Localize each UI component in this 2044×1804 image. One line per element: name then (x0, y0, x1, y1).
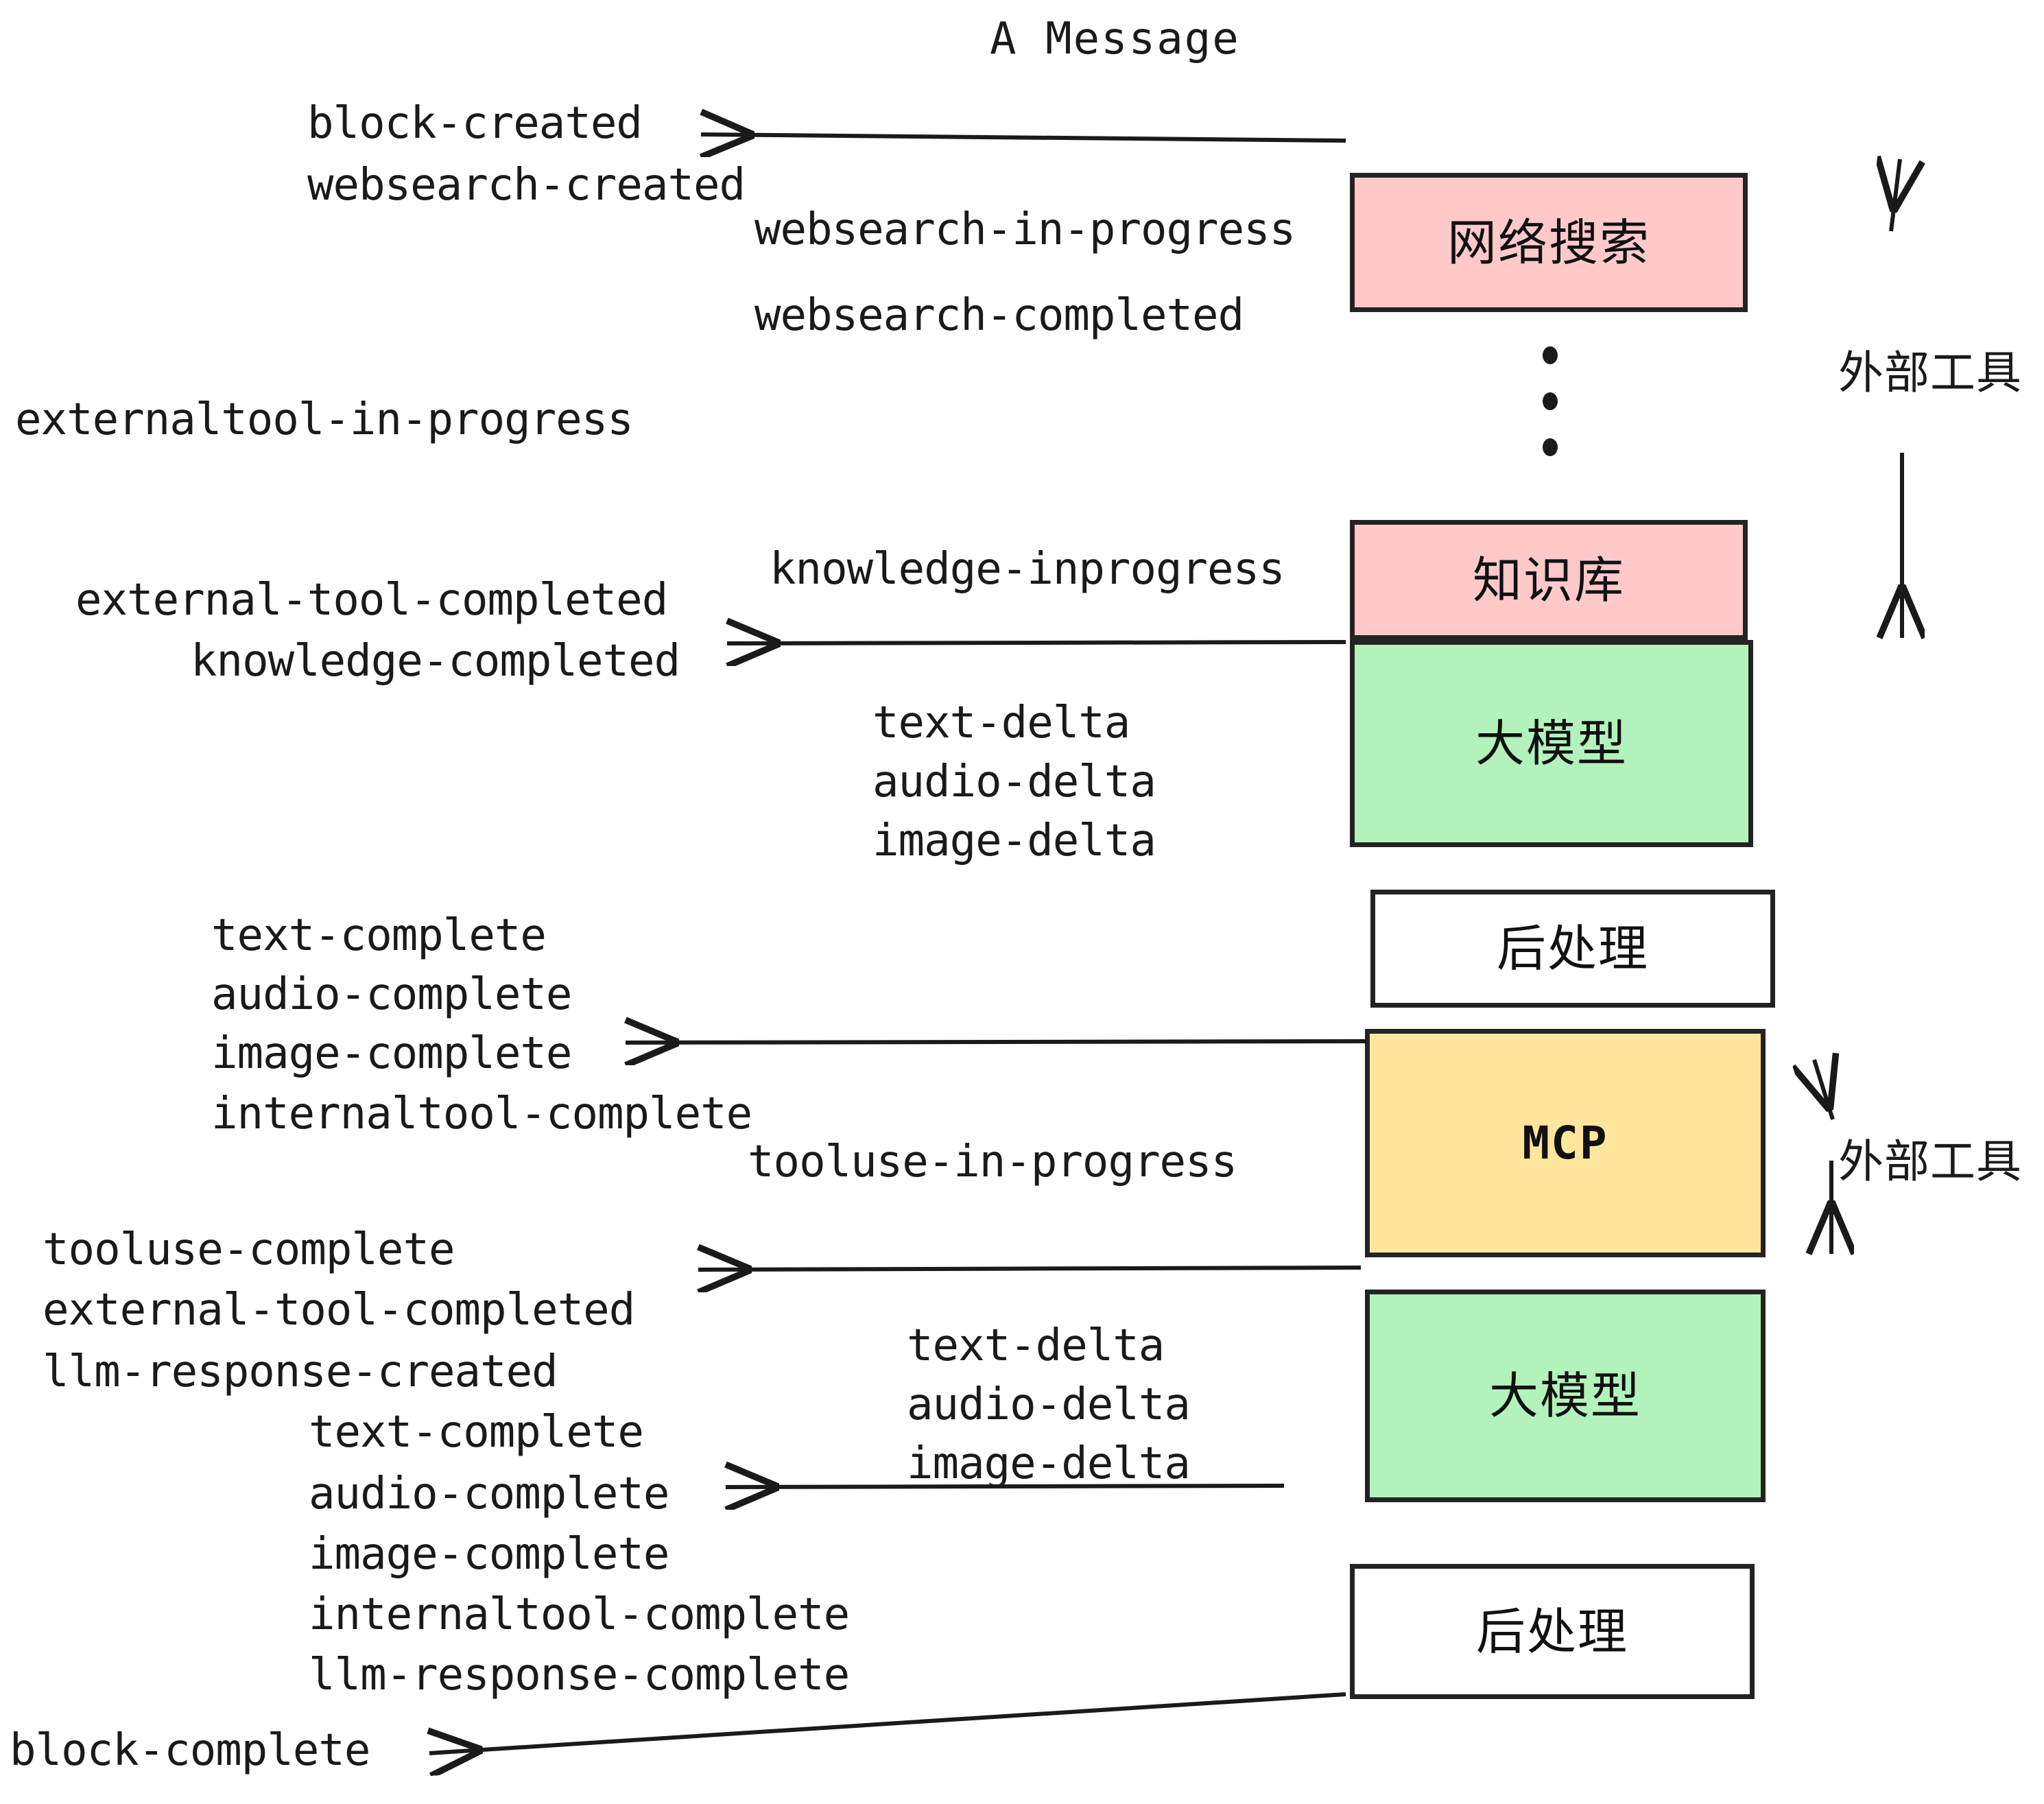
event-label-internaltool-complete-2: internaltool-complete (309, 1589, 850, 1640)
box-knowledge[interactable]: 知识库 (1350, 520, 1748, 640)
event-label-block-complete: block-complete (10, 1725, 370, 1776)
side-label-external-tools-top: 外部工具 (1838, 346, 2022, 399)
ellipsis-dot (1543, 346, 1558, 364)
event-label-audio-delta-2: audio-delta (907, 1379, 1191, 1430)
event-label-tooluse-in-progress: tooluse-in-progress (748, 1137, 1237, 1187)
event-label-text-delta-1: text-delta (872, 698, 1130, 748)
box-llm-top[interactable]: 大模型 (1350, 640, 1753, 847)
box-websearch[interactable]: 网络搜索 (1350, 173, 1748, 312)
event-label-text-complete-2: text-complete (309, 1407, 644, 1458)
arrow-block-complete (429, 1692, 1346, 1753)
box-postprocess-bottom[interactable]: 后处理 (1350, 1564, 1755, 1699)
event-label-tooluse-complete: tooluse-complete (43, 1224, 455, 1275)
event-label-text-delta-2: text-delta (907, 1320, 1165, 1371)
event-label-audio-complete-2: audio-complete (309, 1469, 669, 1519)
box-llm-bottom[interactable]: 大模型 (1365, 1290, 1766, 1502)
box-postprocess-top-label: 后处理 (1496, 920, 1649, 977)
event-label-websearch-created: websearch-created (307, 160, 746, 211)
arrow-external-tools-top-up (1891, 159, 1900, 232)
event-label-internaltool-complete-1: internaltool-complete (211, 1089, 752, 1139)
event-label-llm-response-created: llm-response-created (43, 1346, 558, 1397)
event-label-audio-complete-1: audio-complete (211, 969, 572, 1020)
event-label-external-tool-completed-1: external-tool-completed (75, 575, 668, 626)
event-label-external-tool-completed-2: external-tool-completed (43, 1285, 635, 1336)
event-label-image-complete-1: image-complete (211, 1028, 572, 1079)
arrow-block-created (701, 134, 1346, 141)
vertical-ellipsis-icon (1540, 346, 1560, 456)
event-label-knowledge-inprogress: knowledge-inprogress (770, 544, 1285, 595)
box-postprocess-top[interactable]: 后处理 (1370, 890, 1775, 1008)
event-label-websearch-completed: websearch-completed (754, 290, 1244, 341)
side-label-external-tools-bottom: 外部工具 (1838, 1135, 2022, 1188)
box-knowledge-label: 知识库 (1472, 551, 1625, 609)
box-postprocess-bottom-label: 后处理 (1475, 1602, 1628, 1661)
event-label-knowledge-completed: knowledge-completed (191, 636, 680, 687)
event-label-image-delta-1: image-delta (872, 816, 1156, 866)
box-websearch-label: 网络搜索 (1447, 213, 1650, 272)
event-label-audio-delta-1: audio-delta (872, 757, 1156, 807)
page-title: A Message (990, 14, 1240, 64)
event-label-block-created: block-created (307, 98, 643, 149)
box-mcp[interactable]: MCP (1365, 1029, 1766, 1257)
event-label-websearch-in-progress: websearch-in-progress (754, 204, 1296, 255)
box-llm-bottom-label: 大模型 (1488, 1367, 1641, 1425)
event-label-llm-response-complete: llm-response-complete (309, 1650, 850, 1700)
arrow-image-complete-1 (626, 1041, 1367, 1043)
box-llm-top-label: 大模型 (1475, 715, 1628, 772)
event-label-image-complete-2: image-complete (309, 1529, 669, 1580)
arrow-tooluse-complete (698, 1268, 1362, 1270)
event-label-externaltool-in-progress: externaltool-in-progress (15, 394, 634, 445)
ellipsis-dot (1543, 438, 1558, 456)
event-label-image-delta-2: image-delta (907, 1438, 1191, 1489)
box-mcp-label: MCP (1522, 1116, 1608, 1170)
arrow-external-tools-bottom-up (1814, 1060, 1833, 1120)
arrow-knowledge-completed (727, 642, 1346, 643)
ellipsis-dot (1543, 392, 1558, 410)
event-label-text-complete-1: text-complete (211, 910, 547, 961)
